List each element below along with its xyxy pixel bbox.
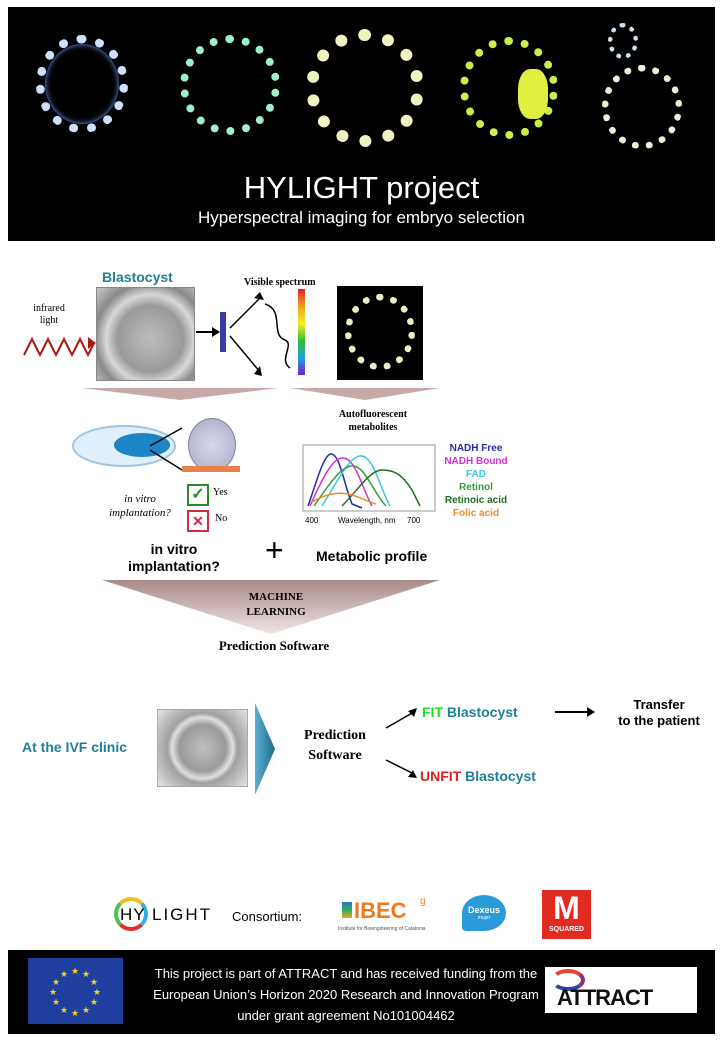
project-title: HYLIGHT project [243, 170, 480, 205]
metabolic-profile-label: Metabolic profile [316, 548, 428, 564]
autofluorescent-label: Autofluorescent metabolites [338, 409, 408, 433]
emission-spectra-chart [302, 444, 436, 512]
svg-text:★: ★ [52, 978, 60, 988]
ibec-logo-subtitle: Institute for Bioengineering of Cataloni… [338, 926, 426, 932]
msquared-logo-text: SQUARED [548, 926, 584, 933]
dexeus-logo: Dexeus mujer [462, 895, 506, 931]
legend-nadh-bound: NADH Bound [444, 456, 508, 467]
eu-flag-icon: ★★★ ★★★ ★★★ ★★★ [28, 958, 123, 1024]
plus-sign: + [265, 532, 284, 568]
clinic-blastocyst-image [157, 709, 248, 787]
svg-text:★: ★ [52, 998, 60, 1008]
svg-text:★: ★ [90, 978, 98, 988]
petri-dish-medium [114, 433, 170, 457]
embryo-image-2 [180, 35, 280, 135]
svg-text:★: ★ [93, 988, 101, 998]
dexeus-logo-text: Dexeus [467, 905, 501, 915]
spectrum-xlabel: Wavelength, nm [338, 516, 396, 525]
metabolite-legend: NADH Free NADH Bound FAD Retinol Retinoi… [436, 442, 516, 520]
legend-retinoic-acid: Retinoic acid [444, 495, 508, 506]
spectrum-tick-400: 400 [305, 516, 319, 525]
hylight-logo-light: LIGHT [152, 905, 213, 924]
embryo-image-5 [602, 65, 682, 149]
svg-text:★: ★ [49, 988, 57, 998]
blastocyst-label: Blastocyst [102, 269, 173, 285]
svg-text:★: ★ [60, 1006, 68, 1016]
ivf-clinic-label: At the IVF clinic [22, 739, 128, 755]
ibec-logo-mark [342, 902, 352, 918]
unfit-blastocyst-label: Blastocyst [465, 768, 536, 784]
clinic-branch-arrows [385, 708, 417, 778]
cross-icon: ✕ [187, 510, 209, 532]
fit-label: FIT [422, 704, 443, 720]
hyperspectral-embryo-ring [345, 294, 415, 370]
infrared-wave-icon [23, 336, 96, 358]
attract-logo-text: ATTRACT [557, 985, 653, 1010]
ibec-logo-superscript: g [420, 896, 426, 907]
dexeus-logo-subtitle: mujer [477, 915, 491, 921]
consortium-label: Consortium: [232, 909, 303, 924]
transfer-arrow [555, 707, 595, 717]
fit-blastocyst-label: Blastocyst [446, 704, 518, 720]
legend-retinol: Retinol [459, 482, 493, 493]
funding-footer: ★★★ ★★★ ★★★ ★★★ This project is part of … [8, 950, 715, 1034]
embryo-image-4 [460, 37, 558, 139]
svg-text:★: ★ [60, 970, 68, 980]
svg-text:★: ★ [90, 998, 98, 1008]
spectrometer-arrows [196, 292, 291, 376]
attract-logo-swoosh [551, 969, 585, 991]
no-label: No [215, 513, 228, 524]
hylight-logo-ring [114, 897, 148, 931]
embryo-image-4-cells [518, 69, 548, 119]
svg-text:★: ★ [82, 970, 90, 980]
endometrium-drawing [182, 466, 240, 472]
legend-nadh-free: NADH Free [449, 443, 503, 454]
visible-spectrum-label: Visible spectrum [244, 277, 316, 288]
checkmark-icon: ✓ [187, 484, 209, 506]
petri-zoom-lines [149, 427, 183, 471]
msquared-logo-letter: M [553, 890, 580, 926]
infrared-label: infrared light [33, 303, 65, 326]
funding-statement: This project is part of ATTRACT and has … [153, 966, 539, 1023]
clinic-arrow-chevron [255, 703, 275, 795]
chevron-divider-right [290, 388, 440, 400]
hylight-logo-hy: HY [120, 905, 146, 924]
prediction-software-label: Prediction Software [218, 638, 330, 653]
spectrum-bar [298, 289, 305, 375]
eu-stars-icon: ★★★ ★★★ ★★★ ★★★ [49, 967, 101, 1019]
ibec-logo-text: IBEC [354, 898, 407, 923]
fit-blastocyst-outcome: FIT Blastocyst [422, 704, 518, 720]
embryo-image-1 [36, 35, 128, 133]
machine-learning-label: MACHINE LEARNING [246, 591, 306, 618]
svg-text:★: ★ [82, 1006, 90, 1016]
embryo-image-5-bud [608, 23, 638, 59]
unfit-blastocyst-outcome: UNFIT Blastocyst [420, 768, 536, 784]
transfer-label: Transfer to the patient [618, 697, 700, 728]
implantation-question-large: in vitro implantation? [128, 541, 220, 574]
clinic-prediction-software: Prediction Software [304, 728, 366, 763]
ibec-logo: IBEC g Institute for Bioengineering of C… [336, 894, 436, 938]
attract-logo: ATTRACT [545, 967, 697, 1013]
embryo-image-3 [306, 29, 424, 147]
msquared-logo: M SQUARED [542, 890, 591, 939]
implantation-question-small: in vitro implantation? [109, 493, 171, 519]
chevron-divider-left [82, 388, 278, 400]
svg-text:★: ★ [71, 1009, 79, 1019]
legend-fad: FAD [466, 469, 486, 480]
implanting-blastocyst-drawing [188, 418, 236, 472]
project-subtitle: Hyperspectral imaging for embryo selecti… [198, 208, 525, 227]
hero-banner: HYLIGHT project Hyperspectral imaging fo… [8, 7, 715, 241]
blastocyst-microscope-image [96, 287, 195, 381]
yes-label: Yes [213, 487, 228, 498]
unfit-label: UNFIT [420, 768, 462, 784]
svg-text:★: ★ [71, 967, 79, 977]
spectrum-tick-700: 700 [407, 516, 421, 525]
legend-folic-acid: Folic acid [452, 508, 500, 519]
